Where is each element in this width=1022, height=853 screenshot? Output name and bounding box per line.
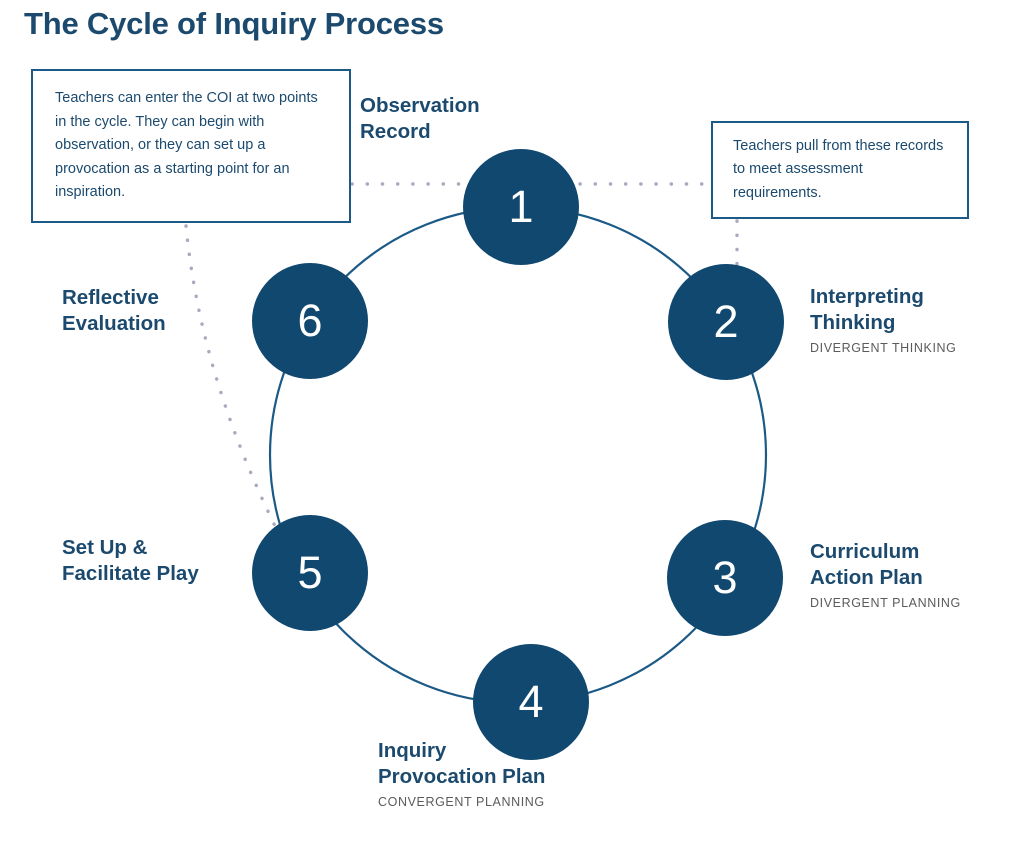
step-2-title: Interpreting Thinking xyxy=(810,285,924,335)
step-3-title: Curriculum Action Plan xyxy=(810,540,923,590)
step-circle-4[interactable] xyxy=(473,644,589,760)
step-label-interpreting-thinking: Interpreting Thinking DIVERGENT THINKING xyxy=(810,284,1020,355)
step-3-subtitle: DIVERGENT PLANNING xyxy=(810,596,961,611)
callout-entry-points-text: Teachers can enter the COI at two points… xyxy=(55,90,318,201)
callout-assessment: Teachers pull from these records to meet… xyxy=(711,121,969,219)
step-2-subtitle: DIVERGENT THINKING xyxy=(810,341,957,356)
step-label-reflective-evaluation: Reflective Evaluation xyxy=(0,285,185,337)
step-circle-5[interactable] xyxy=(252,515,368,631)
callout-assessment-text: Teachers pull from these records to meet… xyxy=(733,137,944,201)
step-label-inquiry-provocation-plan: Inquiry Provocation Plan CONVERGENT PLAN… xyxy=(378,738,668,809)
step-circle-3[interactable] xyxy=(667,520,783,636)
step-circle-6[interactable] xyxy=(252,263,368,379)
callout-entry-points: Teachers can enter the COI at two points… xyxy=(31,69,351,223)
step-circle-2[interactable] xyxy=(668,264,784,380)
step-4-subtitle: CONVERGENT PLANNING xyxy=(378,795,545,810)
step-5-title: Set Up & Facilitate Play xyxy=(62,536,199,586)
step-1-title: Observation Record xyxy=(360,94,480,144)
step-label-observation-record: Observation Record xyxy=(360,93,560,145)
step-6-title: Reflective Evaluation xyxy=(62,286,166,336)
dotted-connector-to-step-5 xyxy=(184,224,278,530)
step-label-setup-facilitate-play: Set Up & Facilitate Play xyxy=(0,535,225,587)
step-label-curriculum-action-plan: Curriculum Action Plan DIVERGENT PLANNIN… xyxy=(810,539,1020,610)
step-4-title: Inquiry Provocation Plan xyxy=(378,739,546,789)
step-circle-1[interactable] xyxy=(463,149,579,265)
page-title: The Cycle of Inquiry Process xyxy=(24,6,444,41)
